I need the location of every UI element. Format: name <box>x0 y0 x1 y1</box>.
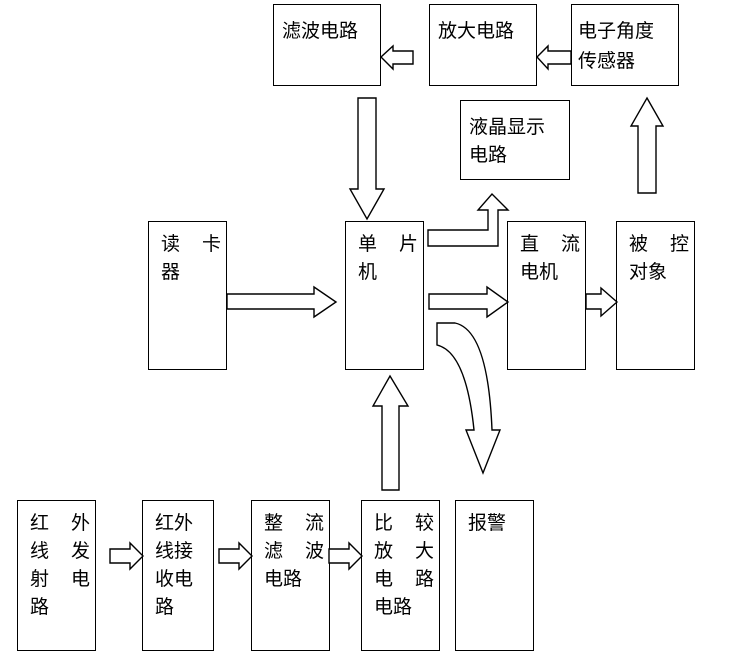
dc-motor-label-line1: 直 流 <box>520 233 589 255</box>
card-reader-label-line1: 读 卡 <box>161 233 230 255</box>
comparator-amplifier-label-line2: 放 大 <box>374 540 443 562</box>
comparator-amplifier-label-line4: 电路 <box>374 596 413 618</box>
amplifier-circuit-top-label-line1: 放大电路 <box>438 20 515 42</box>
arrow-receiver-to-rectifier <box>218 541 253 571</box>
mcu-label-line1: 单 片 <box>358 233 427 255</box>
filter-circuit-top-block: 滤波电路 <box>273 4 381 86</box>
lcd-display-block: 液晶显示 电路 <box>460 100 570 180</box>
mcu-block: 单 片 机 <box>345 221 424 370</box>
arrow-mcu-to-lcd <box>427 192 510 247</box>
comparator-amplifier-block: 比 较 放 大 电 路 电路 <box>361 500 440 651</box>
angle-sensor-label-line1: 电子角度 <box>578 20 655 42</box>
comparator-amplifier-label-line3: 电 路 <box>374 568 443 590</box>
controlled-object-block: 被 控 对象 <box>616 221 695 370</box>
alarm-block: 报警 <box>455 500 534 651</box>
comparator-amplifier-label-line1: 比 较 <box>374 512 443 534</box>
rectifier-filter-label-line1: 整 流 <box>264 512 333 534</box>
ir-transmitter-label-line3: 射 电 <box>30 568 99 590</box>
ir-receiver-block: 红外 线接 收电 路 <box>142 500 214 651</box>
angle-sensor-block: 电子角度 传感器 <box>571 4 679 86</box>
rectifier-filter-block: 整 流 滤 波 电路 <box>251 500 330 651</box>
arrow-object-to-sensor <box>629 96 665 194</box>
arrow-filter-to-mcu <box>348 97 386 221</box>
ir-receiver-label-line2: 线接 <box>155 540 194 562</box>
arrow-amp-to-filter <box>379 44 414 71</box>
ir-receiver-label-line4: 路 <box>155 596 175 618</box>
card-reader-label-line2: 器 <box>161 261 181 283</box>
rectifier-filter-label-line3: 电路 <box>264 568 303 590</box>
ir-transmitter-label-line2: 线 发 <box>30 540 99 562</box>
card-reader-block: 读 卡 器 <box>148 221 227 370</box>
arrow-reader-to-mcu <box>226 285 338 319</box>
arrow-sensor-to-amp <box>536 44 572 71</box>
ir-transmitter-label-line1: 红 外 <box>30 512 99 534</box>
dc-motor-label-line2: 电机 <box>520 261 559 283</box>
dc-motor-block: 直 流 电机 <box>507 221 586 370</box>
angle-sensor-label-line2: 传感器 <box>578 50 636 72</box>
alarm-label-line1: 报警 <box>468 512 507 534</box>
arrow-motor-to-object <box>585 286 619 318</box>
arrow-transmitter-to-receiver <box>109 541 144 571</box>
lcd-display-label-line1: 液晶显示 <box>469 116 546 138</box>
ir-receiver-label-line3: 收电 <box>155 568 194 590</box>
ir-receiver-label-line1: 红外 <box>155 512 194 534</box>
controlled-object-label-line2: 对象 <box>629 261 668 283</box>
arrow-comparator-to-mcu <box>371 374 410 491</box>
rectifier-filter-label-line2: 滤 波 <box>264 540 333 562</box>
amplifier-circuit-top-block: 放大电路 <box>429 4 537 86</box>
mcu-label-line2: 机 <box>358 261 378 283</box>
ir-transmitter-label-line4: 路 <box>30 596 50 618</box>
ir-transmitter-block: 红 外 线 发 射 电 路 <box>17 500 96 651</box>
arrow-mcu-to-alarm <box>436 322 502 475</box>
lcd-display-label-line2: 电路 <box>469 144 508 166</box>
arrow-mcu-to-motor <box>428 285 510 319</box>
controlled-object-label-line1: 被 控 <box>629 233 698 255</box>
arrow-rectifier-to-comparator <box>328 541 363 571</box>
filter-circuit-top-label-line1: 滤波电路 <box>282 20 359 42</box>
